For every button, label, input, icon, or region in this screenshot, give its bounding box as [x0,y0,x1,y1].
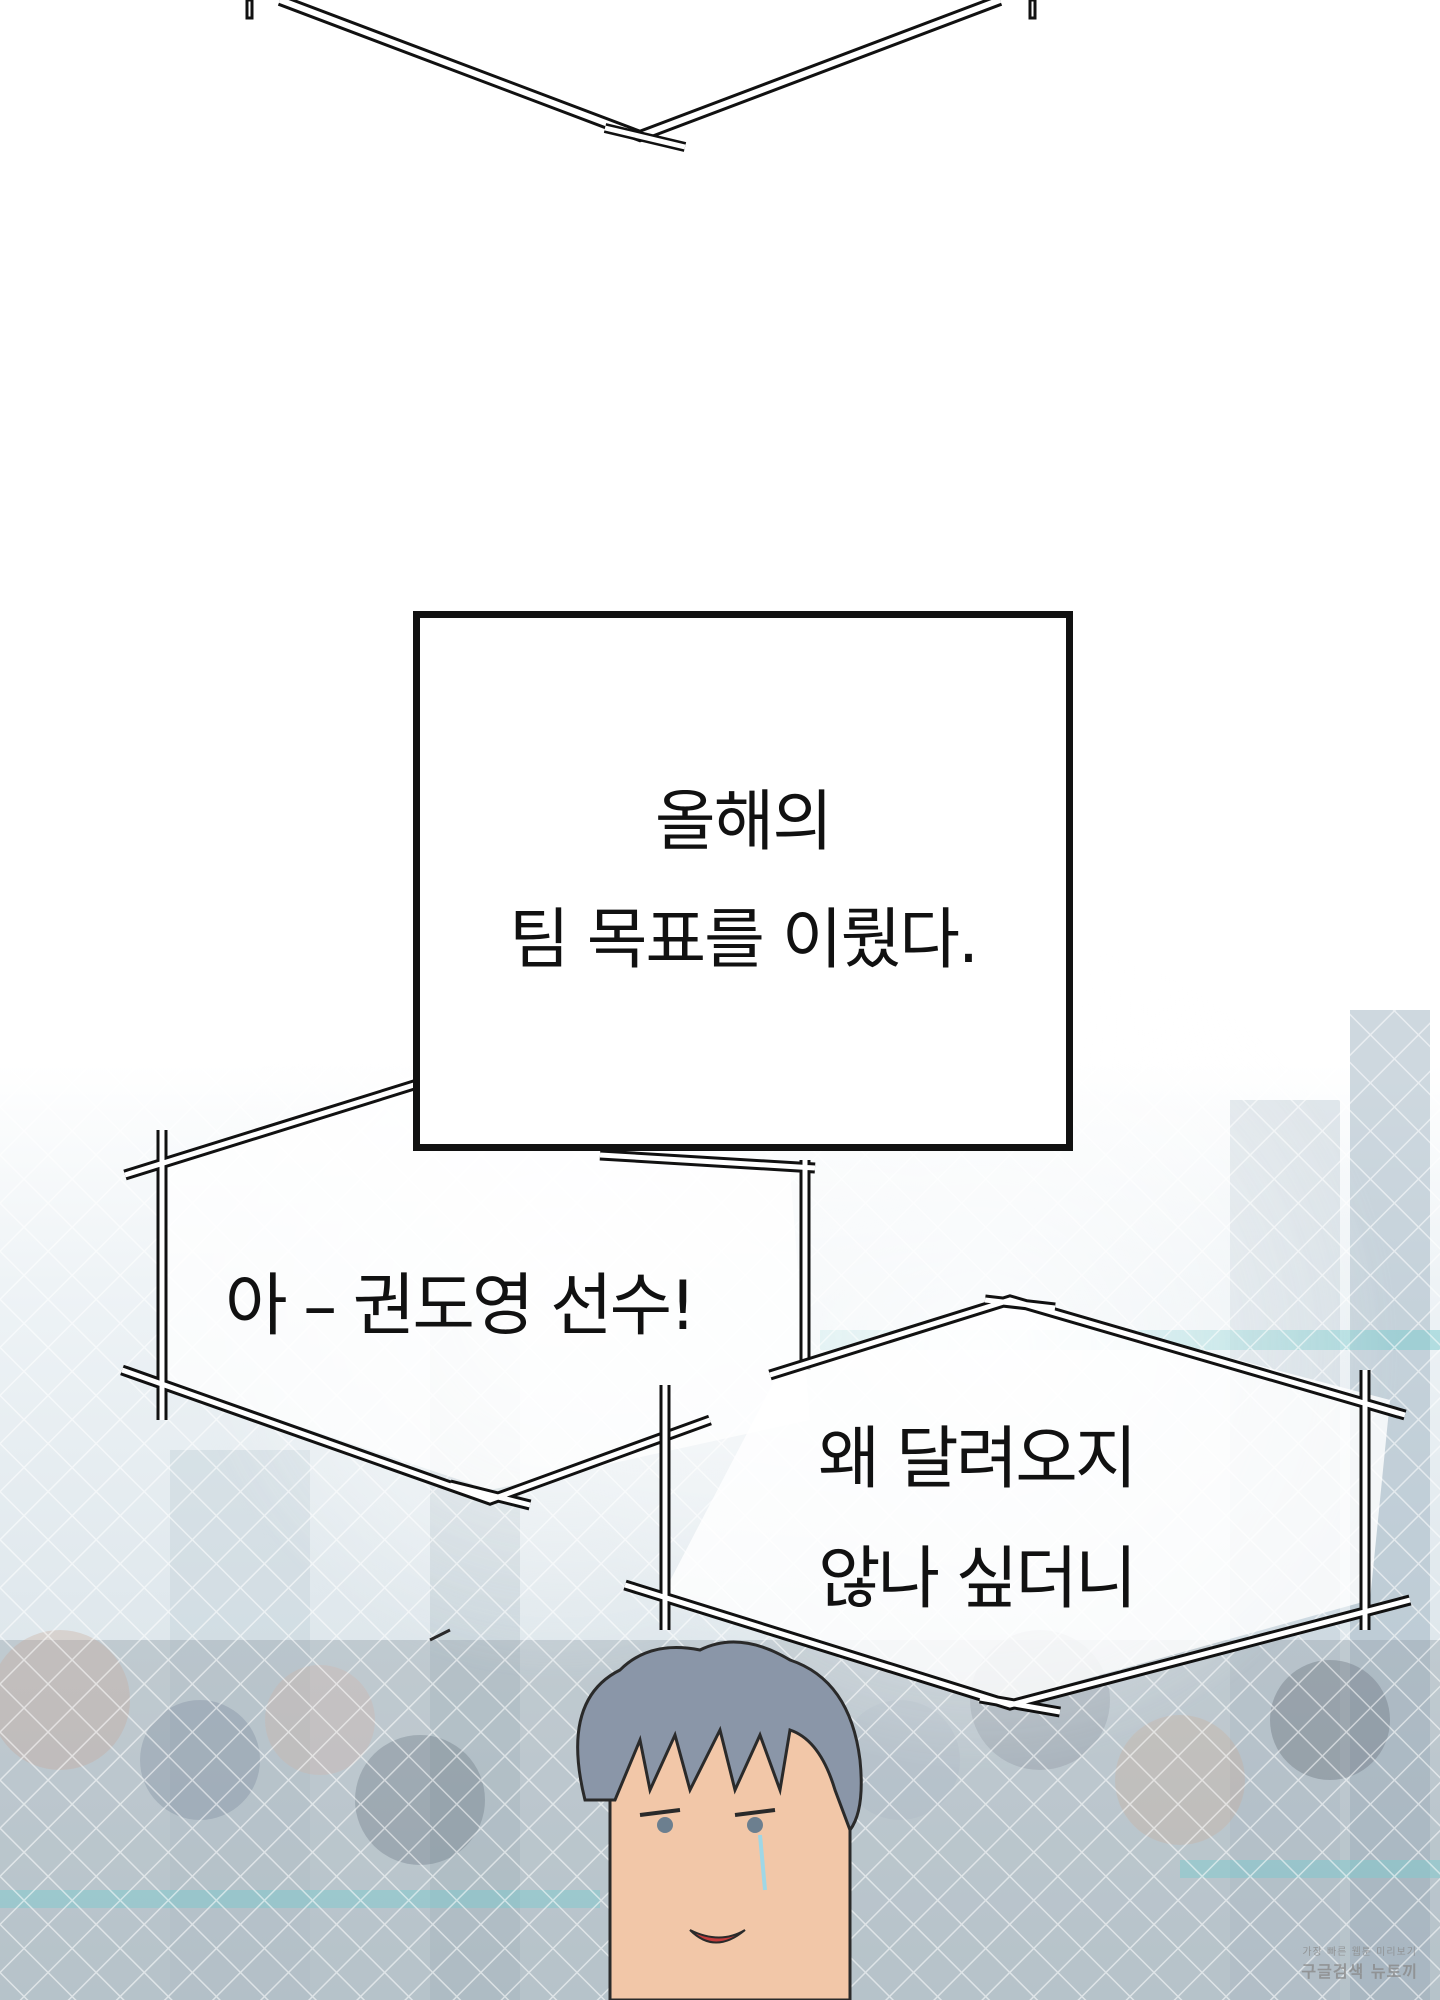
speech-bubble-1-shape [120,1070,816,1511]
narration-line: 팀 목표를 이뤘다. [509,901,979,978]
character-figure [429,1628,863,2000]
speech-bubble-1-text: 아 – 권도영 선수! [225,1250,696,1349]
watermark-line: 구글검색 뉴토끼 [1301,1962,1418,1981]
speech-bubble-2-text: 왜 달려오지 않나 싶더니 [818,1400,1137,1640]
speech-bubble-outline-top [245,0,1037,152]
speech-line: 않나 싶더니 [818,1540,1137,1619]
narration-line: 올해의 [654,783,833,860]
watermark: 가장 빠른 웹툰 미리보기 구글검색 뉴토끼 [1301,1943,1418,1982]
watermark-line: 가장 빠른 웹툰 미리보기 [1302,1947,1417,1958]
speech-bubble-2-shape [623,1294,1412,1718]
speech-line: 아 – 권도영 선수! [225,1267,696,1346]
character-hair [576,1640,863,1834]
narration-box: 올해의 팀 목표를 이뤘다. [413,611,1073,1151]
speech-line: 왜 달려오지 [818,1420,1137,1499]
